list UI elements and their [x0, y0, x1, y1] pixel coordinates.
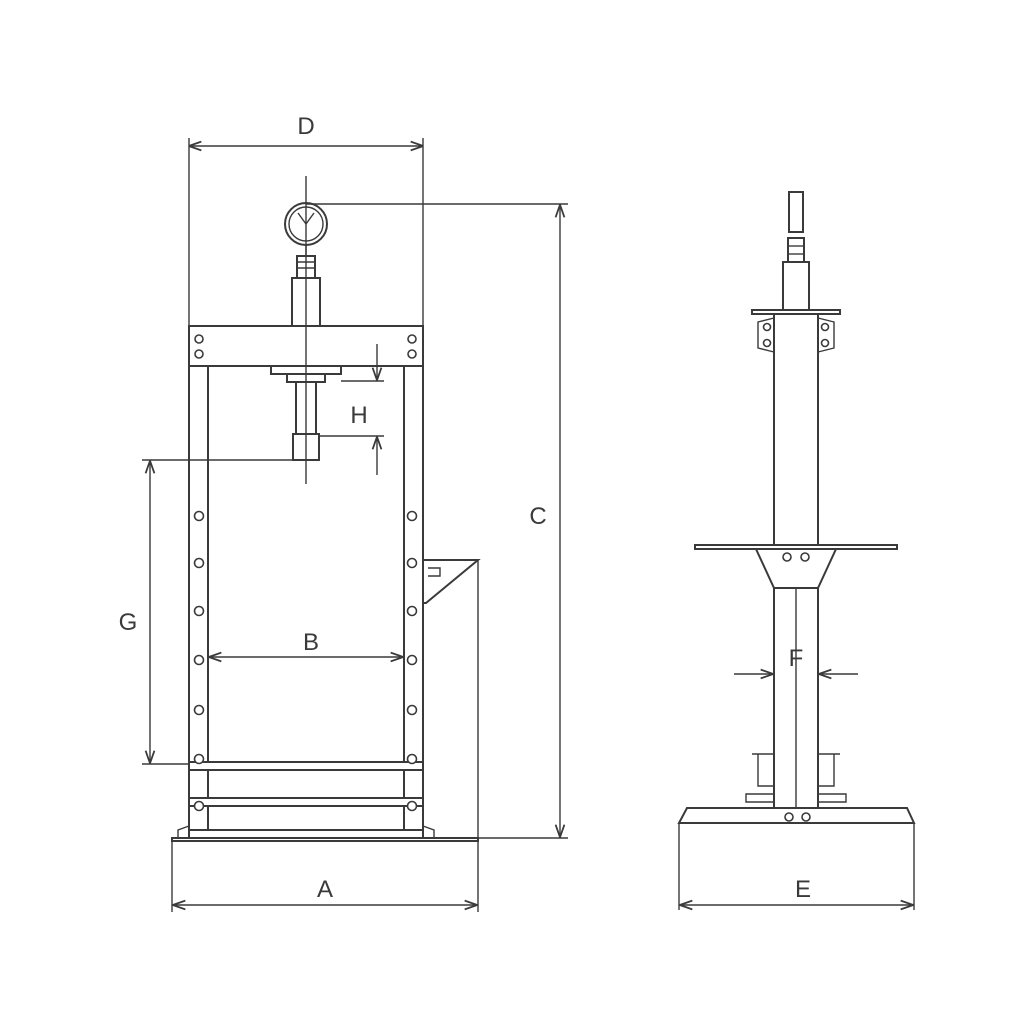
clamp-hole	[820, 338, 830, 348]
column-hole	[406, 654, 418, 666]
beam-hole	[407, 334, 417, 344]
column-hole	[406, 605, 418, 617]
beam-hole	[407, 349, 417, 359]
column-hole	[193, 557, 205, 569]
side-cylinder	[782, 261, 810, 311]
bracket-hole	[800, 552, 810, 562]
dimension-label-f: F	[789, 645, 804, 672]
column-hole	[406, 753, 418, 765]
side-dimensions: F E	[681, 645, 912, 905]
left-column-holes	[193, 510, 205, 812]
front-view	[171, 176, 481, 912]
column-hole	[406, 557, 418, 569]
dimension-label-e: E	[795, 876, 811, 903]
bracket-bolt	[428, 567, 441, 577]
column-hole	[193, 753, 205, 765]
side-cylinder-fitting	[787, 237, 805, 263]
column-hole	[406, 704, 418, 716]
base-hole	[801, 812, 811, 822]
dimension-label-b: B	[303, 629, 319, 656]
side-pump-handle	[788, 191, 804, 233]
lower-bracket-left	[745, 753, 775, 803]
left-foot-bolt	[177, 825, 190, 839]
right-column-holes	[406, 510, 418, 812]
bed-bar-upper	[188, 761, 424, 771]
dimension-label-d: D	[297, 113, 314, 140]
beam-hole	[194, 349, 204, 359]
clamp-hole	[762, 322, 772, 332]
side-base-top	[677, 807, 916, 824]
top-clamp-left	[757, 317, 775, 353]
column-hole	[193, 704, 205, 716]
side-view	[677, 191, 916, 910]
base-bar	[188, 829, 424, 839]
dimension-label-h: H	[350, 402, 367, 429]
column-hole	[406, 510, 418, 522]
dimension-label-a: A	[317, 876, 333, 903]
bed-bar-lower	[188, 797, 424, 807]
front-dimensions: D C H G B A	[119, 113, 568, 912]
column-hole	[193, 510, 205, 522]
column-hole	[406, 800, 418, 812]
top-clamp-right	[817, 317, 835, 353]
lower-bracket-right	[817, 753, 847, 803]
dimension-label-c: C	[529, 503, 546, 530]
clamp-hole	[762, 338, 772, 348]
column-hole	[193, 800, 205, 812]
side-table-bracket	[754, 548, 838, 589]
clamp-hole	[820, 322, 830, 332]
dimension-label-g: G	[119, 609, 138, 636]
column-hole	[193, 654, 205, 666]
column-hole	[193, 605, 205, 617]
beam-hole	[194, 334, 204, 344]
right-foot-bolt	[422, 825, 435, 839]
bracket-hole	[782, 552, 792, 562]
side-bracket	[422, 559, 481, 604]
base-hole	[784, 812, 794, 822]
